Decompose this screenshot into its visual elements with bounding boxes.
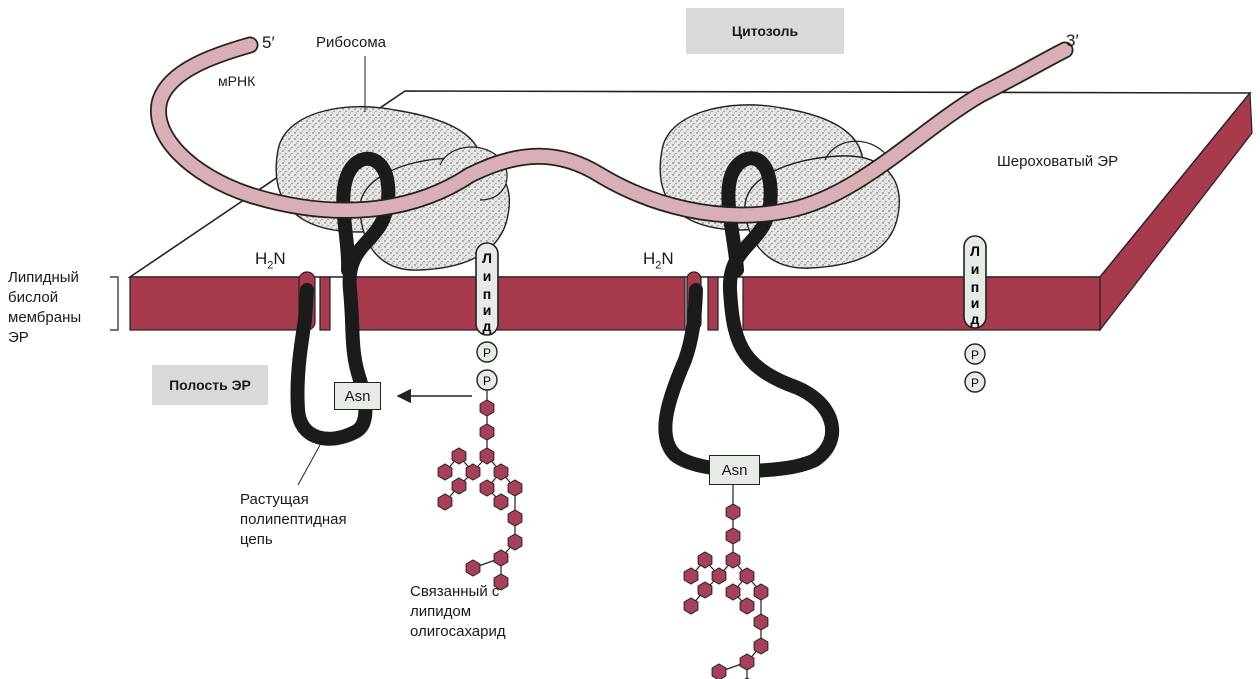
five-prime-label: 5′ xyxy=(262,33,275,52)
hexagon-sugar-icon xyxy=(712,664,726,679)
lipid-oligo-line-1: Связанный с xyxy=(410,582,499,601)
oligosaccharide-protein-linked xyxy=(684,483,768,679)
hexagon-sugar-icon xyxy=(740,654,754,670)
hexagon-sugar-icon xyxy=(494,464,508,480)
growing-chain-line-2: полипептидная xyxy=(240,510,347,529)
bilayer-bracket xyxy=(110,277,118,330)
hexagon-sugar-icon xyxy=(480,480,494,496)
phosphate-label: P xyxy=(483,346,491,360)
lipid-letter: и xyxy=(971,295,980,311)
ribosome-label: Рибосома xyxy=(316,33,386,52)
lipid-letter: д xyxy=(483,318,492,334)
hexagon-sugar-icon xyxy=(452,448,466,464)
lipid-oligo-line-3: олигосахарид xyxy=(410,622,506,641)
rough-er-label: Шероховатый ЭР xyxy=(997,152,1118,171)
h2n-left: H2N xyxy=(255,249,286,275)
oligosaccharide-lipid-linked xyxy=(438,390,522,590)
hexagon-sugar-icon xyxy=(726,552,740,568)
hexagon-sugar-icon xyxy=(494,550,508,566)
chain-leader xyxy=(298,445,320,485)
hexagon-sugar-icon xyxy=(754,584,768,600)
hexagon-sugar-icon xyxy=(438,494,452,510)
hexagon-sugar-icon xyxy=(740,598,754,614)
lumen-label: Полость ЭР xyxy=(152,365,268,405)
hexagon-sugar-icon xyxy=(466,560,480,576)
lipid-letter: Л xyxy=(482,250,492,266)
hexagon-sugar-icon xyxy=(726,528,740,544)
er-membrane-front-right xyxy=(743,277,1100,330)
phosphate-label: P xyxy=(971,348,979,362)
bilayer-label-line-4: ЭР xyxy=(8,328,29,347)
hexagon-sugar-icon xyxy=(684,598,698,614)
hexagon-sugar-icon xyxy=(740,568,754,584)
hexagon-sugar-icon xyxy=(480,424,494,440)
hexagon-sugar-icon xyxy=(698,552,712,568)
hexagon-sugar-icon xyxy=(698,582,712,598)
pore-right-2 xyxy=(708,277,718,330)
hexagon-sugar-icon xyxy=(494,494,508,510)
hexagon-sugar-icon xyxy=(480,400,494,416)
hexagon-sugar-icon xyxy=(754,614,768,630)
hexagon-sugar-icon xyxy=(508,534,522,550)
three-prime-label: 3′ xyxy=(1066,31,1079,50)
growing-chain-line-1: Растущая xyxy=(240,490,309,509)
bilayer-label-line-3: мембраны xyxy=(8,308,81,327)
hexagon-sugar-icon xyxy=(480,448,494,464)
hexagon-sugar-icon xyxy=(466,464,480,480)
bilayer-label-line-2: бислой xyxy=(8,288,58,307)
mrna-label: мРНК xyxy=(218,72,255,91)
phosphate-label: P xyxy=(971,376,979,390)
lipid-letter: и xyxy=(483,268,492,284)
h2n-right: H2N xyxy=(643,249,674,275)
lipid-letter: п xyxy=(483,286,491,302)
er-membrane-front-left xyxy=(130,277,300,330)
bilayer-label-line-1: Липидный xyxy=(8,268,79,287)
hexagon-sugar-icon xyxy=(712,568,726,584)
lipid-letter: д xyxy=(971,311,980,327)
lipid-letter: п xyxy=(971,279,979,295)
lipid-letter: и xyxy=(483,302,492,318)
pore-left-2 xyxy=(320,277,330,330)
hexagon-sugar-icon xyxy=(754,638,768,654)
hexagon-sugar-icon xyxy=(684,568,698,584)
asn-box-right: Asn xyxy=(709,455,760,485)
hexagon-sugar-icon xyxy=(438,464,452,480)
hexagon-sugar-icon xyxy=(452,478,466,494)
hexagon-sugar-icon xyxy=(726,504,740,520)
lipid-letter: и xyxy=(971,261,980,277)
lipid-letter: Л xyxy=(970,243,980,259)
hexagon-sugar-icon xyxy=(508,480,522,496)
er-membrane-front-mid xyxy=(355,277,685,330)
asn-box-left: Asn xyxy=(334,382,381,410)
growing-chain-line-3: цепь xyxy=(240,530,273,549)
hexagon-sugar-icon xyxy=(726,584,740,600)
lipid-oligo-line-2: липидом xyxy=(410,602,471,621)
cytosol-label: Цитозоль xyxy=(686,8,844,54)
phosphate-label: P xyxy=(483,374,491,388)
hexagon-sugar-icon xyxy=(508,510,522,526)
